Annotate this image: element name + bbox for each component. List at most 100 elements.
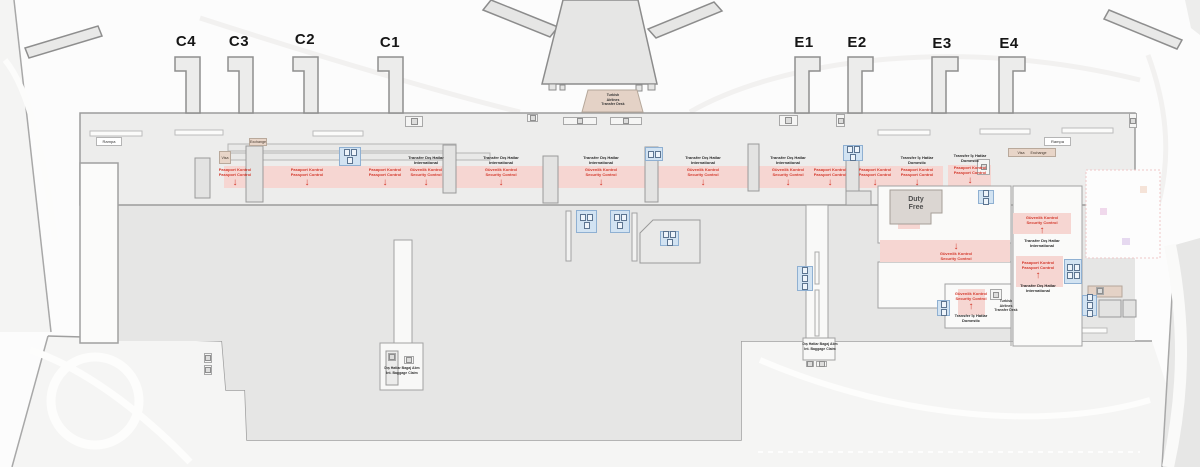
gate-pier-e3 <box>931 56 959 114</box>
gate-label-e2: E2 <box>847 34 867 51</box>
escalator-icon <box>779 115 798 126</box>
elevator-icon <box>843 145 863 161</box>
escalator-icon <box>563 117 597 125</box>
arrow-down-icon: ↓ <box>232 177 238 188</box>
escalator-icon <box>977 159 990 175</box>
moving-walkway <box>877 129 931 136</box>
gate-pier-e1 <box>794 56 821 114</box>
arrow-down-icon: ↓ <box>382 177 388 188</box>
gate-label-c1: C1 <box>379 34 401 51</box>
moving-walkway <box>89 130 143 137</box>
escalator-icon <box>388 353 396 361</box>
escalator-icon <box>610 117 642 125</box>
gate-label-e4: E4 <box>999 35 1019 52</box>
visa-counter: Visa <box>219 151 231 164</box>
passport-zone <box>1016 256 1063 287</box>
arrow-up-icon: ↑ <box>1039 225 1045 236</box>
gate-label-e1: E1 <box>794 34 814 51</box>
pillar-foot <box>845 190 872 206</box>
arrow-down-icon: ↓ <box>914 177 920 188</box>
moving-walkway <box>979 128 1031 135</box>
rampa-label: Rampa <box>1044 137 1071 146</box>
elevator-icon <box>797 266 813 291</box>
pillar <box>194 157 211 199</box>
arrow-down-icon: ↓ <box>304 177 310 188</box>
escalator-lane <box>814 251 820 285</box>
escalator-icon <box>204 365 212 375</box>
gate-label-c4: C4 <box>175 33 197 50</box>
arrow-down-icon: ↓ <box>598 177 604 188</box>
pillar <box>442 144 457 194</box>
moving-walkway <box>174 129 224 136</box>
pillar <box>747 143 760 192</box>
landside-area-bottom <box>12 336 1192 467</box>
duty-free-area <box>889 189 943 225</box>
security-zone <box>880 240 1010 262</box>
arrow-down-icon: ↓ <box>953 241 959 252</box>
pillar <box>245 145 264 203</box>
escalator-icon <box>806 361 814 367</box>
gate-pier-c3 <box>227 56 254 114</box>
ramp-east <box>1102 9 1184 50</box>
escalator-icon <box>816 361 827 367</box>
arrow-up-icon: ↑ <box>968 301 974 312</box>
landside-area-topleft <box>0 0 51 332</box>
elevator-icon <box>660 231 679 246</box>
escalator-icon <box>204 353 212 363</box>
central-walkway-east <box>646 1 724 39</box>
elevator-icon <box>576 210 597 233</box>
gate-pier-c1 <box>377 56 404 114</box>
corridor-west <box>393 239 413 344</box>
west-hall-block <box>79 162 119 344</box>
escalator-icon <box>527 114 538 122</box>
arrow-down-icon: ↓ <box>967 175 973 186</box>
baggage-claim-east <box>802 337 836 361</box>
arrow-down-icon: ↓ <box>827 177 833 188</box>
transfer-counter <box>1087 285 1123 298</box>
security-zone <box>958 289 985 315</box>
elevator-icon <box>1064 259 1082 284</box>
rampa-label: Rampa <box>96 137 122 146</box>
gate-label-e3: E3 <box>932 35 952 52</box>
arrow-down-icon: ↓ <box>700 177 706 188</box>
pillar <box>542 155 559 204</box>
gate-pier-c2 <box>292 56 319 114</box>
elevator-icon <box>610 210 630 233</box>
ramp-west <box>23 25 104 59</box>
elevator-icon <box>339 147 361 166</box>
central-walkway-west <box>481 0 560 38</box>
gate-pier-e2 <box>847 56 874 114</box>
thy-transfer-desk-area <box>581 89 644 113</box>
moving-walkway <box>1061 127 1114 134</box>
passport-security-corridor <box>224 166 943 188</box>
elevator-icon <box>645 147 663 161</box>
arrow-down-icon: ↓ <box>872 177 878 188</box>
gate-pier-e4 <box>998 56 1026 114</box>
arrow-down-icon: ↓ <box>423 177 429 188</box>
elevator-icon <box>1082 294 1097 317</box>
escalator-icon <box>836 114 845 127</box>
exchange-counter: Exchange <box>249 138 267 146</box>
arrow-up-icon: ↑ <box>1035 270 1041 281</box>
